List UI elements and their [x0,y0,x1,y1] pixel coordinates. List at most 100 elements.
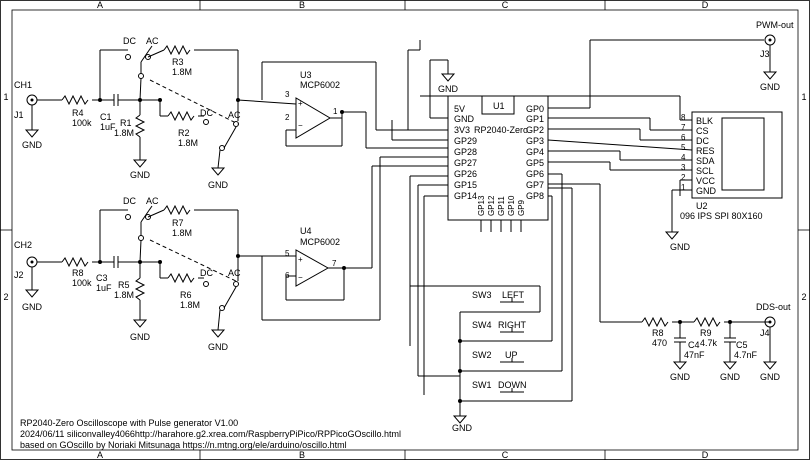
u1-pin-gp10: GP10 [507,195,516,216]
col-label-a-bottom: A [97,450,103,460]
u2-num-7: 7 [681,123,686,132]
dds-r8-label: R8 [652,328,664,338]
u1-pin-3v3: 3V3 [454,125,470,135]
u1-pin-gp29: GP29 [454,136,477,146]
ch2-input-section: CH2 J2 GND R8 100k C3 1uF R5 1.8M GND DC [14,196,241,352]
ground-symbol-icon [672,361,688,370]
u3-pin3: 3 [285,90,290,99]
ch1-input-section: CH1 J1 GND R4 100k C1 1uF R1 1.8M GND [14,36,241,190]
j1-label: J1 [14,110,24,120]
u2-pin-blk: BLK [696,116,713,126]
pushbutton-switches: SW3 LEFT SW4 RIGHT SW2 UP SW1 DOWN GND [410,173,573,433]
switch-contact-icon [138,73,144,79]
title-block: RP2040-Zero Oscilloscope with Pulse gene… [20,418,401,450]
c1-label: C1 [100,112,112,122]
u2-pin-res: RES [696,146,715,156]
sw4-name: RIGHT [498,320,527,330]
gnd-label: GND [22,302,43,312]
r8-label: R8 [72,268,84,278]
switch-contact-icon [219,305,225,311]
gnd-label: GND [208,342,229,352]
switch-contact-icon [219,145,225,151]
ground-symbol-icon [452,415,468,424]
footer-title: RP2040-Zero Oscilloscope with Pulse gene… [20,418,238,428]
resistor-r4-icon [61,94,89,106]
u2-pin-sda: SDA [696,156,715,166]
ch1-connector-label: CH1 [14,80,32,90]
u2-pin-vcc: VCC [696,176,716,186]
col-label-a: A [97,0,103,10]
dc-label: DC [123,196,136,206]
opamp-icon [295,249,330,287]
u2-num-8: 8 [681,113,686,122]
u3-ref: U3 [300,70,312,80]
u1-ref: U1 [493,101,505,111]
u1-pin-gp2: GP2 [526,125,544,135]
j3-label: J3 [760,49,770,59]
u1-rp2040-zero: U1 RP2040-Zero 5V GND 3V3 GP29 GP28 GP27… [391,40,549,395]
col-label-b: B [299,0,305,10]
r2-label: R2 [178,128,190,138]
u2-num-3: 3 [681,163,686,172]
r1-label: R1 [120,118,132,128]
u4-pin5: 5 [285,249,290,258]
r9-label: R9 [700,328,712,338]
u1-pin-gp4: GP4 [526,147,544,157]
gnd-label: GND [760,82,781,92]
r7-value: 1.8M [172,228,192,238]
r1-value: 1.8M [114,128,134,138]
gnd-label: GND [22,140,43,150]
gnd-label: GND [760,372,781,382]
u2-num-4: 4 [681,153,686,162]
u1-pin-gp26: GP26 [454,169,477,179]
u2-pin-gnd: GND [696,186,717,196]
r3-value: 1.8M [172,67,192,77]
ground-symbol-icon [762,361,778,370]
footer-credit: based on GOscillo by Noriaki Mitsunaga h… [20,440,347,450]
ground-symbol-icon [762,71,778,80]
u3-part: MCP6002 [300,80,340,90]
u1-part: RP2040-Zero [474,125,528,135]
col-label-c-bottom: C [502,450,509,460]
resistor-r2-icon [167,110,195,122]
row-label-2-right: 2 [801,292,806,302]
r5-value: 1.8M [114,290,134,300]
r8-value: 100k [72,278,92,288]
u1-pin-gp28: GP28 [454,147,477,157]
opamp-icon [295,97,331,139]
pwm-out-label: PWM-out [756,20,794,30]
sw1-name: DOWN [498,380,527,390]
u4-part: MCP6002 [300,237,340,247]
u3-opamp: U3 MCP6002 3 2 + − 1 [237,61,448,149]
gnd-label: GND [438,84,459,94]
u4-minus: − [298,273,303,282]
r5-label: R5 [118,280,130,290]
u1-pin-gp1: GP1 [526,114,544,124]
u1-pin-gp6: GP6 [526,169,544,179]
u3-minus: − [298,121,303,130]
switch-contact-icon [145,214,151,220]
ground-symbol-icon [440,73,456,82]
u2-part: 096 IPS SPI 80X160 [680,211,763,221]
u1-pin-gp14: GP14 [454,191,477,201]
ac-label: AC [146,196,159,206]
sw1-ref: SW1 [472,380,492,390]
gang-link-dashed [149,79,239,125]
sw2-ref: SW2 [472,350,492,360]
gnd-label: GND [670,372,691,382]
u2-num-5: 5 [681,143,686,152]
j4-label: J4 [760,328,770,338]
u2-pin-cs: CS [696,126,709,136]
dds-out-label: DDS-out [756,302,791,312]
footer-author-url: 2024/06/11 siliconvalley4066http://harah… [20,429,401,439]
r3-label: R3 [172,57,184,67]
sw2-name: UP [505,350,518,360]
u1-pin-gp0: GP0 [526,104,544,114]
ground-symbol-icon [664,231,680,240]
resistor-r7-icon [163,204,191,216]
ac-label: AC [228,268,241,278]
switch-contact-icon [138,235,144,241]
row-label-2: 2 [3,292,8,302]
